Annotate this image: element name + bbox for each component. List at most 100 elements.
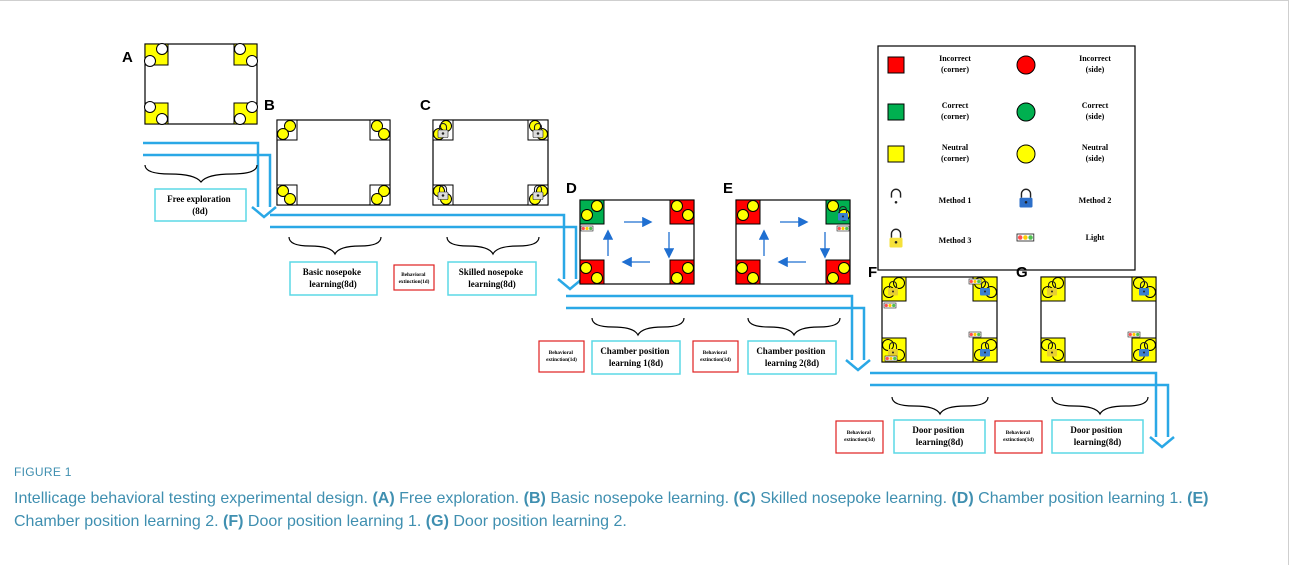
- legend-swatch-neutral-corner: [887, 145, 905, 163]
- caption-text-g: Door position learning 2.: [453, 513, 627, 530]
- svg-text:Free exploration (8d): Free exploration (8d): [167, 194, 233, 216]
- brace-g: [1051, 396, 1149, 416]
- stage-box-f: [893, 419, 986, 454]
- caption-tag-d: (D): [951, 490, 974, 507]
- svg-text:Neutral(corner): Neutral (corner): [941, 143, 969, 163]
- svg-text:Chamber position learning: Chamber position learning 1(8d): [600, 346, 671, 368]
- legend-method3: Method 3: [939, 236, 972, 245]
- caption-text-f: Door position learning 1.: [247, 513, 422, 530]
- legend-swatch-correct-side: [1016, 102, 1036, 122]
- extinction-4-line1: Behavioral: [847, 430, 872, 436]
- stage-d-line2: learning 1(8d): [609, 358, 663, 368]
- svg-text:Incorrect(side): Incorrect (side): [1079, 54, 1111, 74]
- stage-box-g: [1051, 419, 1144, 454]
- extinction-5-line2: extinction(1d): [1003, 436, 1034, 443]
- experimental-design-diagram: A Free exploration (8d) B: [122, 43, 1175, 454]
- caption-text-a: Free exploration.: [399, 490, 520, 507]
- legend-method2: Method 2: [1079, 196, 1112, 205]
- stage-box-c: [447, 261, 537, 296]
- svg-text:Correct(corner): Correct(corner): [941, 101, 969, 121]
- timeline: [143, 141, 1170, 437]
- stage-box-e: [747, 340, 837, 375]
- cage-e: [735, 199, 851, 285]
- extinction-1-line1: Behavioral: [401, 272, 426, 278]
- panel-label-b: B: [264, 97, 275, 114]
- legend-correct-corner-l2: (corner): [941, 112, 969, 121]
- stage-g-line1: Door position: [1070, 425, 1122, 435]
- stage-box-b: [289, 261, 378, 296]
- legend-incorrect-side-l2: (side): [1086, 65, 1105, 74]
- legend-swatch-correct-corner: [887, 103, 905, 121]
- cage-a: [144, 43, 258, 125]
- svg-text:Behavioral extinction(1d): Behavioral extinction(1d): [844, 430, 875, 443]
- legend-neutral-corner-l2: (corner): [941, 154, 969, 163]
- legend-swatch-neutral-side: [1016, 144, 1036, 164]
- stage-g-line2: learning(8d): [1074, 437, 1122, 447]
- svg-text:Correct(side): Correct (side): [1082, 101, 1109, 121]
- extinction-2-line2: extinction(1d): [546, 356, 577, 363]
- stage-box-a: [154, 188, 247, 222]
- stage-f-line1: Door position: [912, 425, 964, 435]
- brace-b: [288, 236, 382, 256]
- svg-text:Skilled nosepoke learning(: Skilled nosepoke learning(8d): [459, 267, 526, 289]
- stage-a-line2: (8d): [192, 206, 208, 216]
- brace-c: [446, 236, 540, 256]
- legend: Incorrect(corner) Incorrect (side) Correc…: [877, 45, 1136, 271]
- brace-a: [144, 164, 258, 183]
- cage-g: [1040, 276, 1157, 363]
- svg-text:Door position learning(8d): Door position learning(8d): [1070, 425, 1124, 447]
- stage-c-line2: learning(8d): [468, 279, 516, 289]
- extinction-box-1: [393, 264, 435, 291]
- legend-swatch-incorrect-side: [1016, 55, 1036, 75]
- stage-a-line1: Free exploration: [167, 194, 231, 204]
- svg-text:Neutral(side): Neutral(side): [1082, 143, 1109, 163]
- legend-light-icon: [1016, 233, 1035, 242]
- stage-b-line2: learning(8d): [309, 279, 357, 289]
- legend-incorrect-side-l1: Incorrect: [1079, 54, 1111, 63]
- extinction-box-2: [538, 340, 585, 373]
- caption-text-b: Basic nosepoke learning.: [550, 490, 730, 507]
- svg-text:Chamber position learning: Chamber position learning 2(8d): [756, 346, 827, 368]
- panel-label-d: D: [566, 180, 577, 197]
- panel-label-c: C: [420, 97, 431, 114]
- caption-text-e: Chamber position learning 2.: [14, 513, 219, 530]
- caption-tag-b: (B): [523, 490, 546, 507]
- legend-neutral-side-l1: Neutral: [1082, 143, 1109, 152]
- svg-text:Behavioral extinction(1d): Behavioral extinction(1d): [1003, 430, 1034, 443]
- caption-text-d: Chamber position learning 1.: [978, 490, 1183, 507]
- legend-incorrect-corner-l2: (corner): [941, 65, 969, 74]
- stage-b-line1: Basic nosepoke: [303, 267, 361, 277]
- svg-text:Behavioral extinction(1d): Behavioral extinction(1d): [546, 350, 577, 363]
- caption-tag-a: (A): [372, 490, 395, 507]
- legend-neutral-corner-l1: Neutral: [942, 143, 969, 152]
- svg-text:Incorrect(corner): Incorrect(corner): [939, 54, 971, 74]
- caption-tag-f: (F): [223, 513, 244, 530]
- stage-e-line1: Chamber position: [756, 346, 825, 356]
- caption-intro: Intellicage behavioral testing experimen…: [14, 490, 368, 507]
- legend-swatch-incorrect-corner: [887, 56, 905, 74]
- extinction-2-line1: Behavioral: [549, 350, 574, 356]
- extinction-4-line2: extinction(1d): [844, 436, 875, 443]
- extinction-box-4: [835, 420, 884, 454]
- caption-tag-e: (E): [1187, 490, 1209, 507]
- svg-text:Basic nosepoke learning(8d: Basic nosepoke learning(8d): [303, 267, 364, 289]
- extinction-box-3: [692, 340, 739, 373]
- panel-label-e: E: [723, 180, 733, 197]
- panel-label-g: G: [1016, 264, 1028, 281]
- timeline-arrowheads: [251, 206, 1175, 449]
- legend-correct-side-l1: Correct: [1082, 101, 1109, 110]
- caption-tag-g: (G): [425, 513, 449, 530]
- svg-text:Door position learning(8d): Door position learning(8d): [912, 425, 966, 447]
- panel-label-a: A: [122, 49, 133, 66]
- stage-d-line1: Chamber position: [600, 346, 669, 356]
- svg-text:Behavioral extinction(1d): Behavioral extinction(1d): [700, 350, 731, 363]
- brace-e: [747, 317, 841, 337]
- cage-b: [276, 119, 391, 206]
- legend-correct-side-l2: (side): [1086, 112, 1105, 121]
- legend-method1: Method 1: [939, 196, 972, 205]
- stage-f-line2: learning(8d): [916, 437, 964, 447]
- stage-c-line1: Skilled nosepoke: [459, 267, 523, 277]
- panel-label-f: F: [868, 264, 877, 281]
- brace-f: [891, 396, 989, 416]
